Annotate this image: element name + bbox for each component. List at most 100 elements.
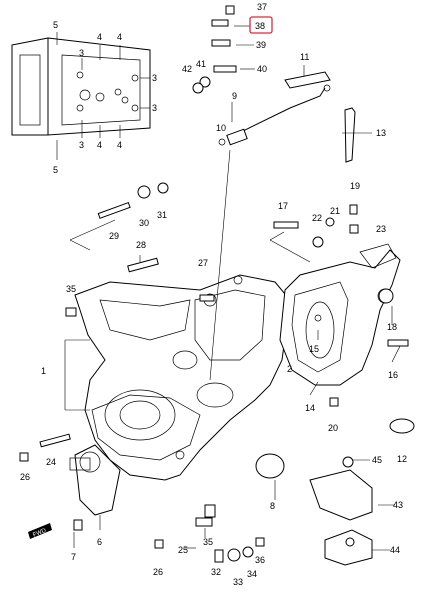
callout-34: 34 (247, 569, 257, 579)
plug-25 (195, 517, 213, 527)
seal-8 (255, 453, 285, 479)
callout-1: 1 (41, 366, 46, 376)
highlight-box-38 (249, 16, 273, 34)
bolt-7 (73, 519, 83, 531)
callout-25: 25 (178, 545, 188, 555)
bracket-part (284, 71, 331, 89)
mount-bracket-part (309, 469, 373, 521)
callout-30: 30 (139, 218, 149, 228)
nut-45 (342, 456, 354, 468)
callout-3d: 3 (79, 140, 84, 150)
callout-21: 21 (330, 206, 340, 216)
callout-44: 44 (390, 545, 400, 555)
callout-23: 23 (376, 224, 386, 234)
callout-38: 38 (255, 21, 265, 31)
callout-10: 10 (216, 123, 226, 133)
plug-26a (19, 452, 29, 462)
shift-cable-part (218, 84, 331, 146)
callout-28: 28 (136, 240, 146, 250)
cover-gasket-part (11, 37, 151, 136)
extension-housing (279, 243, 401, 386)
callout-32: 32 (211, 567, 221, 577)
callout-7: 7 (71, 552, 76, 562)
bolt-40 (213, 65, 237, 73)
callout-16: 16 (388, 370, 398, 380)
plug-26b (154, 539, 164, 549)
washer-33 (227, 548, 241, 562)
callout-4d: 4 (117, 140, 122, 150)
callout-4a: 4 (97, 32, 102, 42)
bolt-21 (325, 217, 335, 227)
callout-14: 14 (305, 403, 315, 413)
bearing-retainer-part (69, 444, 121, 516)
callout-4c: 4 (97, 140, 102, 150)
forward-direction-badge: FWD (28, 523, 52, 539)
plug-35 (65, 307, 77, 317)
cover-12 (389, 418, 415, 434)
callout-9: 9 (232, 91, 237, 101)
bolt-39 (211, 39, 231, 47)
callout-42: 42 (182, 64, 192, 74)
callout-40: 40 (257, 64, 267, 74)
callout-27: 27 (198, 258, 208, 268)
callout-3b: 3 (152, 73, 157, 83)
callout-39: 39 (256, 40, 266, 50)
bolt-17 (273, 221, 299, 229)
engine-mount-part (324, 529, 373, 566)
washer-30 (137, 185, 151, 199)
callout-3c: 3 (152, 103, 157, 113)
washer-34 (242, 546, 254, 558)
callout-37: 37 (257, 2, 267, 12)
callout-22: 22 (312, 213, 322, 223)
callout-45: 45 (372, 455, 382, 465)
callout-15: 15 (309, 344, 319, 354)
callout-3a: 3 (79, 48, 84, 58)
callout-26a: 26 (20, 472, 30, 482)
callout-24: 24 (46, 457, 56, 467)
bolt-37 (225, 5, 235, 15)
callout-11: 11 (300, 52, 309, 62)
transmission-case-left (74, 274, 291, 481)
direction-badge-text: FWD (32, 528, 48, 539)
callout-29: 29 (109, 231, 119, 241)
bolt-20 (329, 397, 339, 407)
plug-35b (204, 504, 216, 518)
callout-43: 43 (393, 500, 403, 510)
clip-part (344, 107, 356, 163)
leader-lines (56, 25, 401, 551)
washer-41 (199, 76, 211, 88)
nut-31 (157, 182, 169, 194)
nut-42 (192, 82, 204, 94)
callout-33: 33 (233, 577, 243, 587)
callout-20: 20 (328, 423, 338, 433)
callout-36: 36 (255, 555, 265, 565)
callout-5a: 5 (53, 20, 58, 30)
callout-18: 18 (387, 322, 397, 332)
callout-26b: 26 (153, 567, 163, 577)
plug-19 (349, 204, 358, 215)
bolt-32 (214, 549, 224, 563)
callout-6: 6 (97, 537, 102, 547)
callout-13: 13 (376, 128, 386, 138)
callout-35b: 35 (203, 537, 213, 547)
bolt-16 (387, 339, 409, 347)
bolt-38 (211, 19, 229, 27)
bolt-28 (127, 257, 159, 273)
callout-4b: 4 (117, 32, 122, 42)
callout-31: 31 (157, 210, 167, 220)
seal-18 (378, 288, 394, 304)
bolt-27 (199, 294, 215, 302)
callout-2: 2 (287, 364, 292, 374)
callout-12: 12 (397, 454, 407, 464)
plug-36 (255, 537, 265, 547)
callout-19: 19 (350, 181, 360, 191)
callout-labels: 5 4 4 3 3 3 3 4 4 5 37 38 39 40 41 42 11… (20, 2, 407, 587)
callout-17: 17 (278, 201, 288, 211)
callout-5b: 5 (53, 165, 58, 175)
bolt-29 (97, 202, 131, 219)
washer-22 (312, 236, 324, 248)
bolt-24 (39, 433, 71, 448)
callout-41: 41 (196, 59, 206, 69)
callout-8: 8 (270, 501, 275, 511)
